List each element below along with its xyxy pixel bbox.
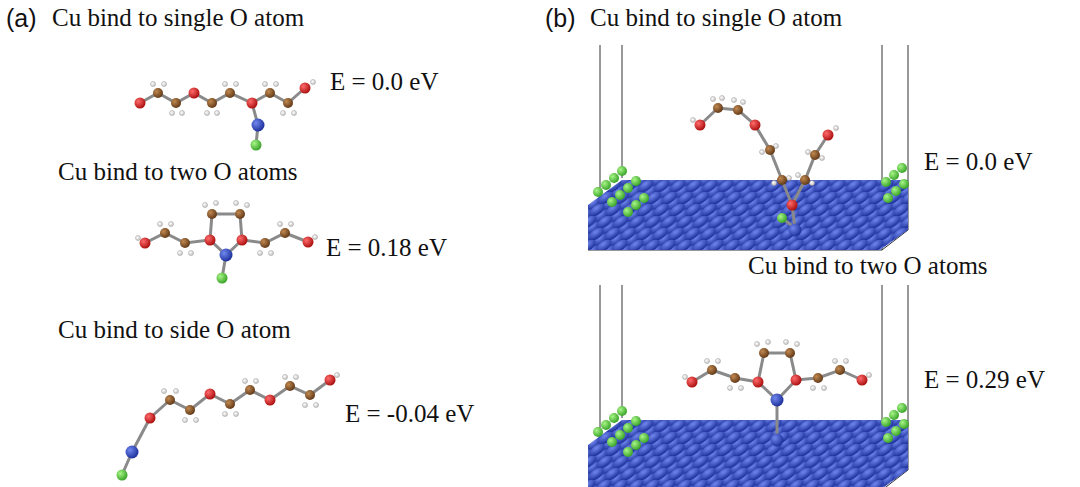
- panel-caption: Cu bind to side O atom: [58, 316, 291, 345]
- panel-caption: Cu bind to single O atom: [590, 4, 842, 33]
- energy-value: E = 0.0 eV: [924, 148, 1033, 177]
- panel-letter: (a): [6, 4, 37, 33]
- energy-value: E = 0.0 eV: [330, 68, 439, 97]
- panel-caption: Cu bind to two O atoms: [58, 158, 298, 187]
- energy-value: E = 0.18 eV: [326, 234, 447, 263]
- panel-caption: Cu bind to single O atom: [52, 4, 304, 33]
- panel-letter: (b): [545, 4, 576, 33]
- energy-value: E = -0.04 eV: [345, 400, 474, 429]
- energy-value: E = 0.29 eV: [924, 366, 1045, 395]
- panel-caption: Cu bind to two O atoms: [748, 252, 988, 281]
